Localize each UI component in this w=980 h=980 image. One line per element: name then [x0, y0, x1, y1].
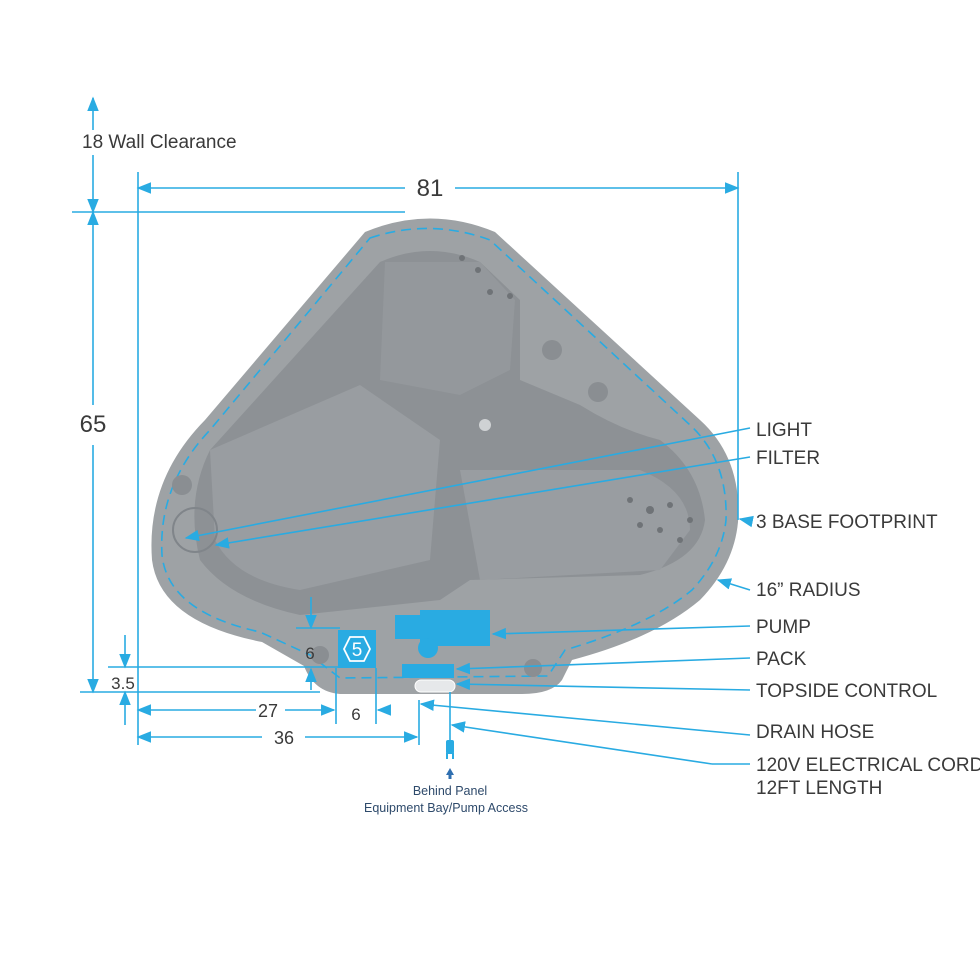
offset-27-label: 27	[258, 701, 278, 721]
callout-pump: PUMP	[756, 617, 811, 638]
badge-number: 5	[352, 640, 363, 661]
access-note-line2: Equipment Bay/Pump Access	[364, 801, 528, 815]
topside-control-icon	[414, 679, 456, 693]
depth-label: 65	[80, 411, 107, 438]
badge-width-label: 6	[351, 705, 360, 724]
jet-cluster	[459, 255, 693, 543]
pump-icon	[395, 610, 490, 658]
wall-clearance-label: 18 Wall Clearance	[82, 132, 237, 153]
cupholder-icon	[311, 646, 329, 664]
callout-filter: FILTER	[756, 448, 820, 469]
callout-leaders	[184, 427, 754, 765]
offset-36-label: 36	[274, 728, 294, 748]
callout-light: LIGHT	[756, 420, 812, 441]
cupholder-icon	[588, 382, 608, 402]
filter-icon	[172, 507, 218, 553]
jet-icon	[479, 419, 491, 431]
seating-capacity-badge: 5	[338, 630, 376, 668]
hot-tub-shell	[151, 218, 739, 694]
dimension-lines	[72, 96, 740, 745]
callout-cord-line1: 120V ELECTRICAL CORD	[756, 755, 980, 776]
up-arrow-icon	[446, 768, 454, 779]
callout-radius: 16” RADIUS	[756, 580, 861, 601]
callout-cord-line2: 12FT LENGTH	[756, 778, 882, 799]
access-note-line1: Behind Panel	[413, 784, 487, 798]
width-label: 81	[417, 175, 444, 202]
callout-base-footprint: 3 BASE FOOTPRINT	[756, 512, 938, 533]
callout-topside-control: TOPSIDE CONTROL	[756, 681, 937, 702]
badge-height-label: 6	[305, 644, 314, 663]
cupholder-icon	[524, 659, 542, 677]
pack-icon	[402, 664, 454, 678]
callout-drain-hose: DRAIN HOSE	[756, 722, 874, 743]
callout-pack: PACK	[756, 649, 807, 670]
power-plug-icon	[446, 740, 454, 779]
cupholder-icon	[172, 475, 192, 495]
base-footprint-outline	[160, 227, 727, 679]
cupholder-icon	[542, 340, 562, 360]
step-height-label: 3.5	[111, 674, 135, 693]
